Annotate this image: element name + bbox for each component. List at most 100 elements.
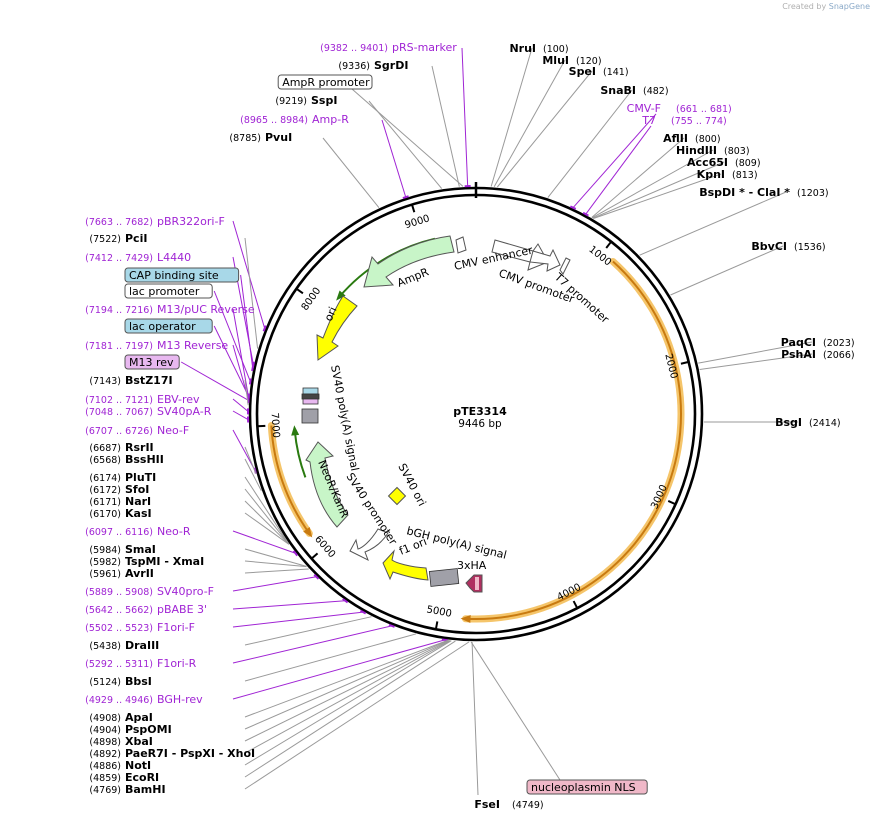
- primer-f1ori-f[interactable]: F1ori-F: [157, 621, 195, 634]
- ori-arrow[interactable]: [316, 295, 358, 361]
- enzyme-pluti[interactable]: PluTI: [125, 471, 156, 484]
- enzyme-xbai[interactable]: XbaI: [125, 735, 153, 748]
- enzyme-pcii[interactable]: PciI: [125, 232, 147, 245]
- enzyme-pos-nari[interactable]: (6171): [89, 497, 121, 508]
- orf-2-highlight[interactable]: [267, 422, 313, 537]
- primer-m13-puc-reverse[interactable]: M13/pUC Reverse: [157, 303, 255, 316]
- feature-lac-promoter-box[interactable]: [124, 283, 213, 299]
- enzyme-pos-kpni[interactable]: (813): [732, 170, 758, 181]
- feature-nucleoplasmin-nls-box[interactable]: [526, 779, 648, 795]
- primer-pos-bgh-rev[interactable]: (4929 .. 4946): [85, 695, 153, 706]
- orf-4-arrow[interactable]: [293, 430, 307, 478]
- primer-pos-f1ori-r[interactable]: (5292 .. 5311): [85, 659, 153, 670]
- enzyme-sfoi[interactable]: SfoI: [125, 483, 149, 496]
- enzyme-rsrii[interactable]: RsrII: [125, 441, 154, 454]
- enzyme-spei[interactable]: SpeI: [569, 65, 596, 78]
- enzyme-bamhi[interactable]: BamHI: [125, 783, 166, 796]
- primer-neo-r[interactable]: Neo-R: [157, 525, 191, 538]
- enzyme-aflii[interactable]: AflII: [663, 132, 688, 145]
- cap-binding-block[interactable]: [301, 393, 320, 400]
- enzyme-ecori[interactable]: EcoRI: [125, 771, 159, 784]
- enzyme-pos-bsshii[interactable]: (6568): [89, 455, 121, 466]
- primer-amp-r[interactable]: Amp-R: [312, 113, 349, 126]
- enzyme-pos-pspomi[interactable]: (4904): [89, 725, 121, 736]
- enzyme-bstz17i[interactable]: BstZ17I: [125, 374, 173, 387]
- enzyme-pspomi[interactable]: PspOMI: [125, 723, 172, 736]
- t7-promoter-arrow[interactable]: [559, 257, 571, 275]
- enzyme-pos-apai[interactable]: (4908): [89, 713, 121, 724]
- enzyme-pos-acc65i[interactable]: (809): [735, 158, 761, 169]
- enzyme-snabi[interactable]: SnaBI: [600, 84, 636, 97]
- enzyme-pos-rsrii[interactable]: (6687): [89, 443, 121, 454]
- enzyme-pos-draiii[interactable]: (5438): [89, 641, 121, 652]
- primer-pos-sv40pro-f[interactable]: (5889 .. 5908): [85, 587, 153, 598]
- sv40-promoter-arrow[interactable]: [349, 528, 389, 562]
- enzyme-nrui[interactable]: NruI: [509, 42, 536, 55]
- enzyme-pos-noti[interactable]: (4886): [89, 761, 121, 772]
- enzyme-draiii[interactable]: DraIII: [125, 639, 159, 652]
- primer-pos-neo-r[interactable]: (6097 .. 6116): [85, 527, 153, 538]
- enzyme-bsshii[interactable]: BssHII: [125, 453, 164, 466]
- ampr-arrow[interactable]: [363, 235, 455, 288]
- enzyme-paer7i-pspxi-xhoi[interactable]: PaeR7I - PspXI - XhoI: [125, 747, 255, 760]
- enzyme-pos-bbvci[interactable]: (1536): [794, 242, 826, 253]
- enzyme-nari[interactable]: NarI: [125, 495, 151, 508]
- enzyme-pos-hindiii[interactable]: (803): [724, 146, 750, 157]
- enzyme-pvui[interactable]: PvuI: [265, 131, 292, 144]
- enzyme-pos-smai[interactable]: (5984): [89, 545, 121, 556]
- enzyme-pos-pvui[interactable]: (8785): [229, 133, 261, 144]
- enzyme-avrii[interactable]: AvrII: [125, 567, 154, 580]
- cmv-promoter-arrow[interactable]: [529, 248, 561, 272]
- primer-pos-cmv-f[interactable]: (661 .. 681): [676, 104, 732, 115]
- enzyme-noti[interactable]: NotI: [125, 759, 151, 772]
- enzyme-pos-sgrdi[interactable]: (9336): [338, 61, 370, 72]
- primer-pos-t7[interactable]: (755 .. 774): [671, 116, 727, 127]
- f1-ori-arrow[interactable]: [382, 549, 429, 581]
- primer-pos-l4440[interactable]: (7412 .. 7429): [85, 253, 153, 264]
- enzyme-pos-ecori[interactable]: (4859): [89, 773, 121, 784]
- primer-m13-reverse[interactable]: M13 Reverse: [157, 339, 228, 352]
- primer-pos-neo-f[interactable]: (6707 .. 6726): [85, 426, 153, 437]
- m13-rev-block[interactable]: [302, 398, 319, 405]
- enzyme-smai[interactable]: SmaI: [125, 543, 156, 556]
- enzyme-pos-nrui[interactable]: (100): [543, 44, 569, 55]
- orf-1-arrow[interactable]: [465, 260, 682, 620]
- primer-pos-prs-marker[interactable]: (9382 .. 9401): [320, 43, 388, 54]
- primer-bgh-rev[interactable]: BGH-rev: [157, 693, 203, 706]
- feature-m13-rev-box[interactable]: [124, 354, 180, 370]
- enzyme-sgrdi[interactable]: SgrDI: [374, 59, 408, 72]
- enzyme-pos-snabi[interactable]: (482): [643, 86, 669, 97]
- enzyme-sspi[interactable]: SspI: [311, 94, 337, 107]
- enzyme-kasi[interactable]: KasI: [125, 507, 152, 520]
- primer-pos-pbr322ori-f[interactable]: (7663 .. 7682): [85, 217, 153, 228]
- primer-cmv-f[interactable]: CMV-F: [627, 102, 661, 115]
- ampr-promoter-arrow[interactable]: [455, 236, 467, 254]
- sv40-ori-block[interactable]: [387, 486, 407, 506]
- primer-neo-f[interactable]: Neo-F: [157, 424, 189, 437]
- primer-sv40pa-r[interactable]: SV40pA-R: [157, 405, 212, 418]
- enzyme-mlui[interactable]: MluI: [542, 54, 569, 67]
- enzyme-bbsi[interactable]: BbsI: [125, 675, 152, 688]
- bgh-polya-block[interactable]: [428, 568, 460, 587]
- primer-ebv-rev[interactable]: EBV-rev: [157, 393, 200, 406]
- enzyme-pos-pluti[interactable]: (6174): [89, 473, 121, 484]
- feature-cap-binding-site-box[interactable]: [124, 267, 240, 283]
- enzyme-bsgi[interactable]: BsgI: [775, 416, 802, 429]
- enzyme-pos-avrii[interactable]: (5961): [89, 569, 121, 580]
- enzyme-pos-fsei[interactable]: (4749): [512, 800, 544, 811]
- enzyme-pos-pshai[interactable]: (2066): [823, 350, 855, 361]
- sv40-polya-block[interactable]: [301, 408, 319, 424]
- enzyme-pos-bspdi-clai[interactable]: (1203): [797, 188, 829, 199]
- enzyme-pos-bsgi[interactable]: (2414): [809, 418, 841, 429]
- enzyme-paqci[interactable]: PaqCI: [781, 336, 816, 349]
- enzyme-pshai[interactable]: PshAI: [781, 348, 816, 361]
- enzyme-pos-paqci[interactable]: (2023): [823, 338, 855, 349]
- enzyme-fsei[interactable]: FseI: [474, 798, 500, 811]
- enzyme-bspdi-clai[interactable]: BspDI * - ClaI *: [699, 186, 790, 199]
- primer-pos-amp-r[interactable]: (8965 .. 8984): [240, 115, 308, 126]
- primer-pos-sv40pa-r[interactable]: (7048 .. 7067): [85, 407, 153, 418]
- enzyme-kpni[interactable]: KpnI: [697, 168, 725, 181]
- enzyme-pos-paer7i-pspxi-xhoi[interactable]: (4892): [89, 749, 121, 760]
- primer-pbabe-3[interactable]: pBABE 3': [157, 603, 207, 616]
- enzyme-pos-bstz17i[interactable]: (7143): [89, 376, 121, 387]
